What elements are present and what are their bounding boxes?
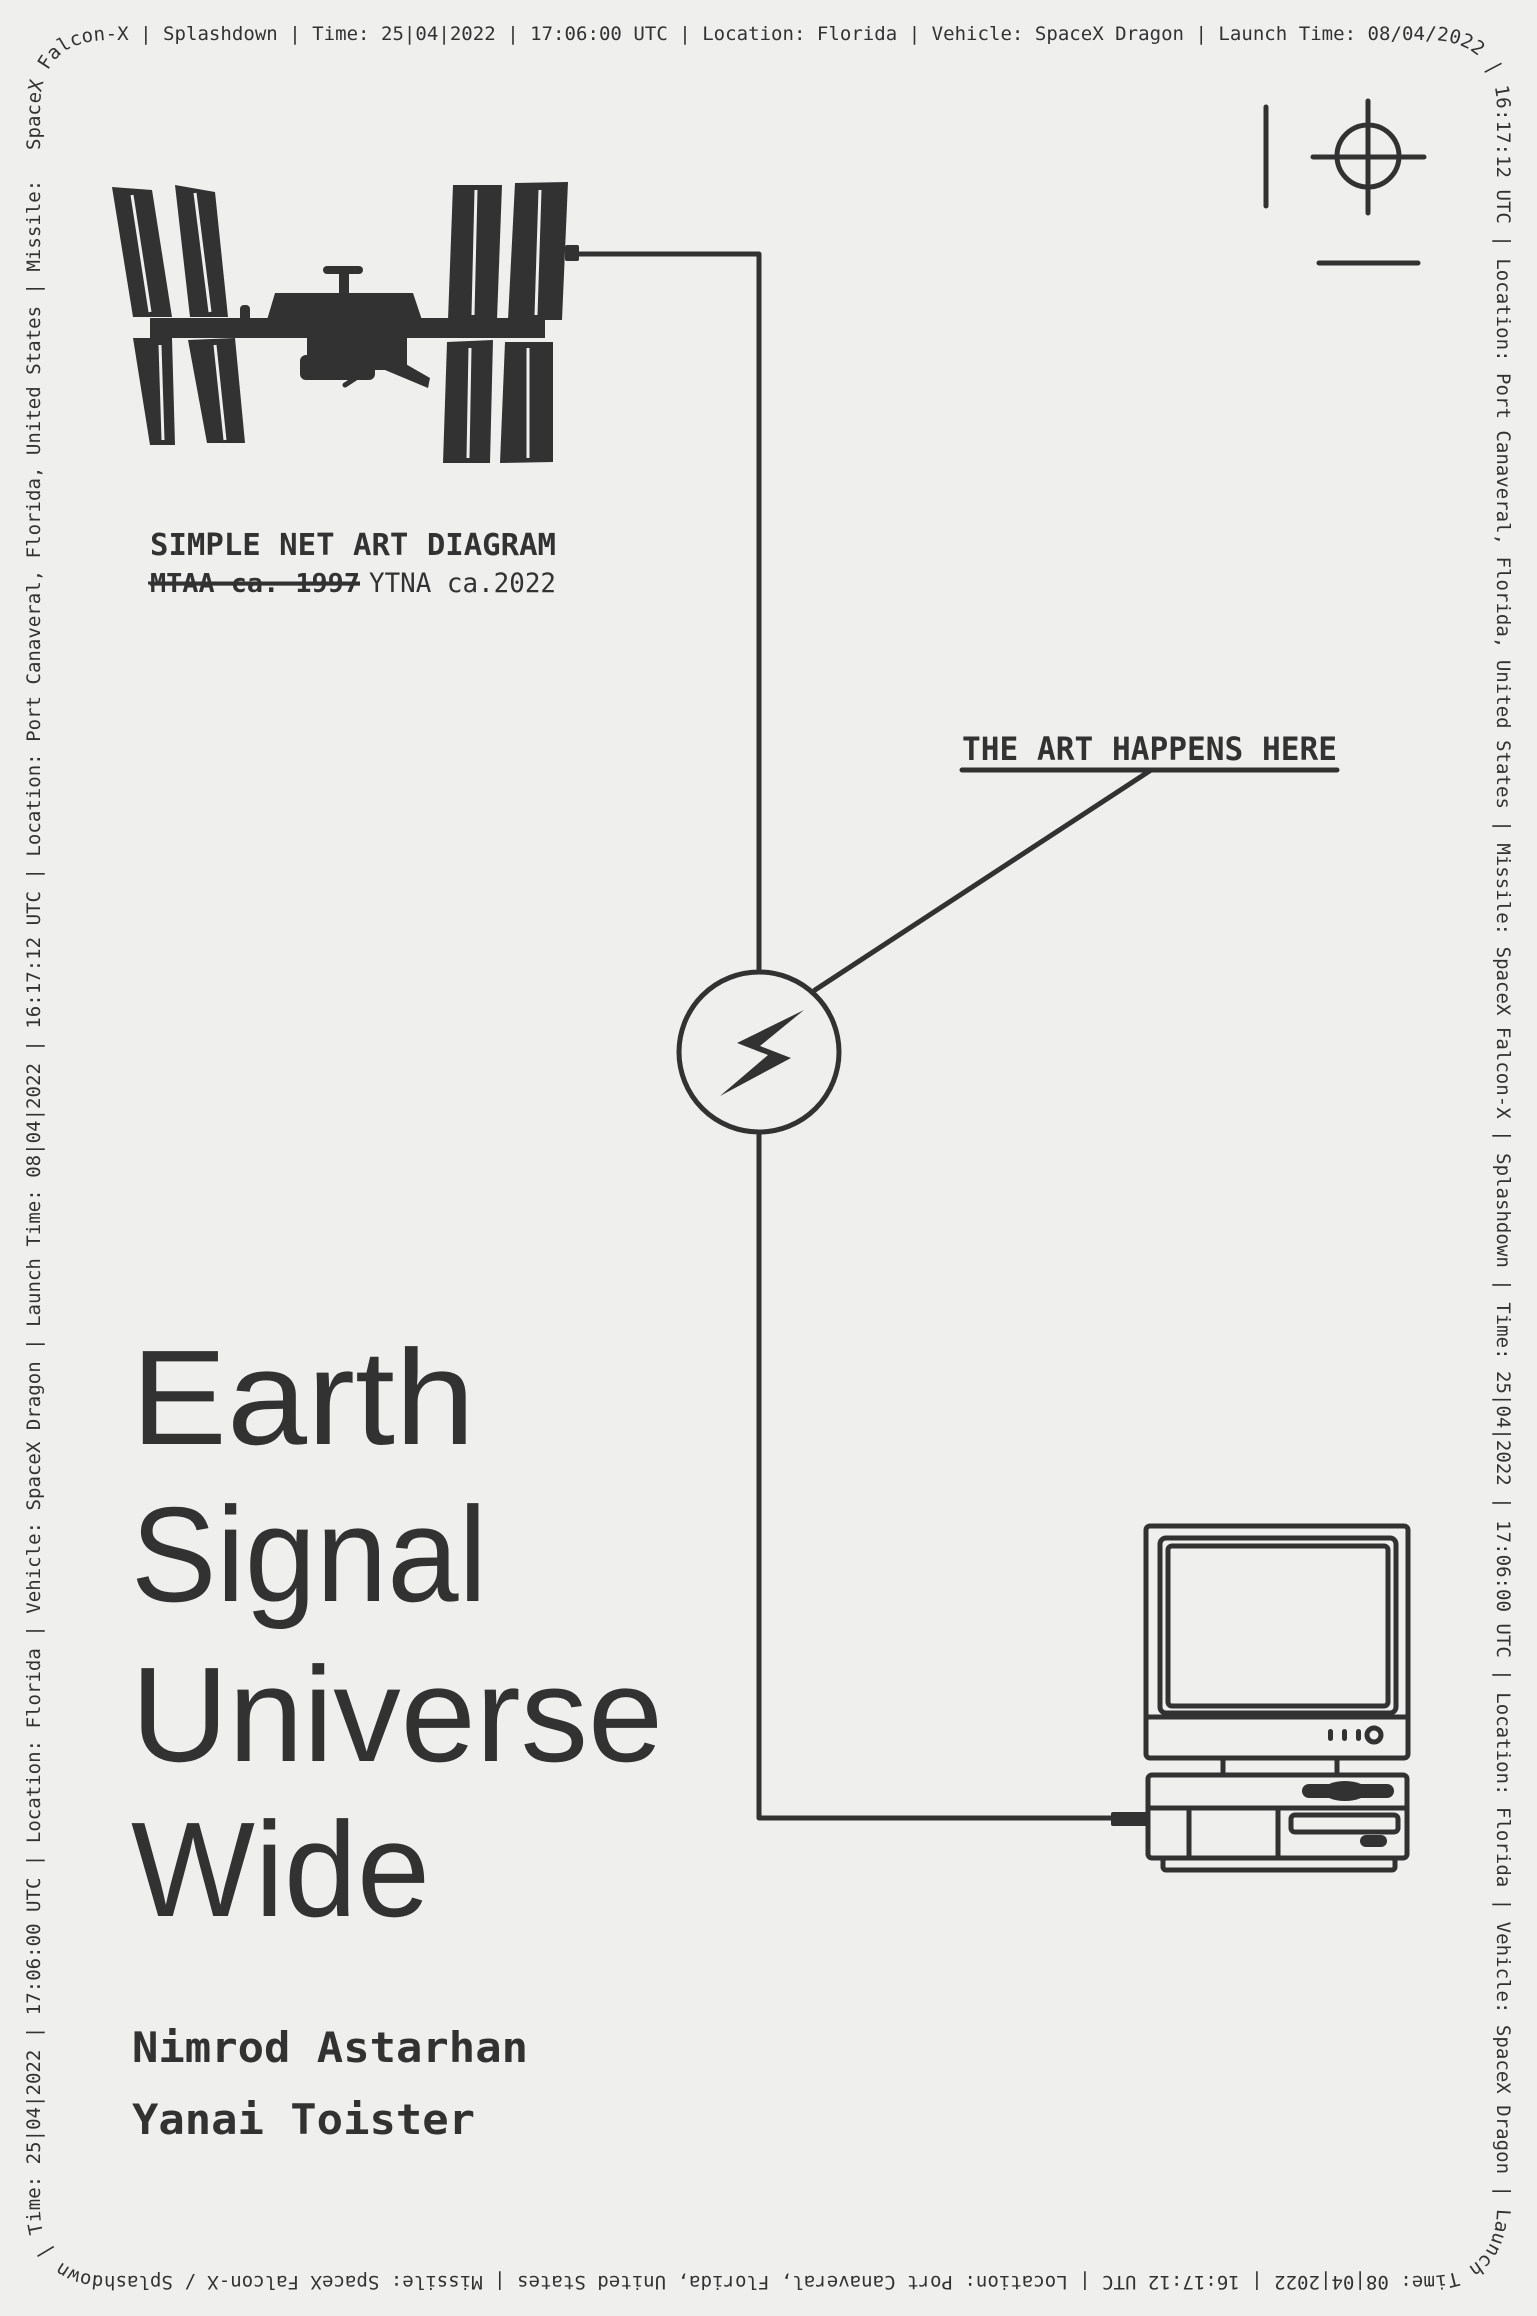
title-line-3: Universe (131, 1639, 663, 1790)
border-text: SpaceX Falcon-X | Splashdown | Time: 25|… (23, 23, 1514, 2293)
retro-computer-icon (1111, 1523, 1411, 1873)
diagram-heading: SIMPLE NET ART DIAGRAM (150, 528, 556, 563)
author-1: Nimrod Astarhan (132, 2023, 528, 2072)
diagram-credit: YTNA ca.2022 (369, 568, 556, 599)
space-station-icon (112, 182, 579, 463)
title-line-1: Earth (131, 1322, 475, 1473)
signal-wire (572, 251, 1340, 1821)
lightning-bolt-icon (676, 969, 842, 1135)
author-2: Yanai Toister (132, 2095, 475, 2144)
title-line-2: Signal (131, 1479, 487, 1630)
crosshair-icon (1263, 98, 1427, 266)
title-line-4: Wide (131, 1794, 430, 1945)
callout-label: THE ART HAPPENS HERE (962, 730, 1337, 768)
border-text-path: SpaceX Falcon-X | Splashdown | Time: 25|… (23, 23, 1514, 2293)
